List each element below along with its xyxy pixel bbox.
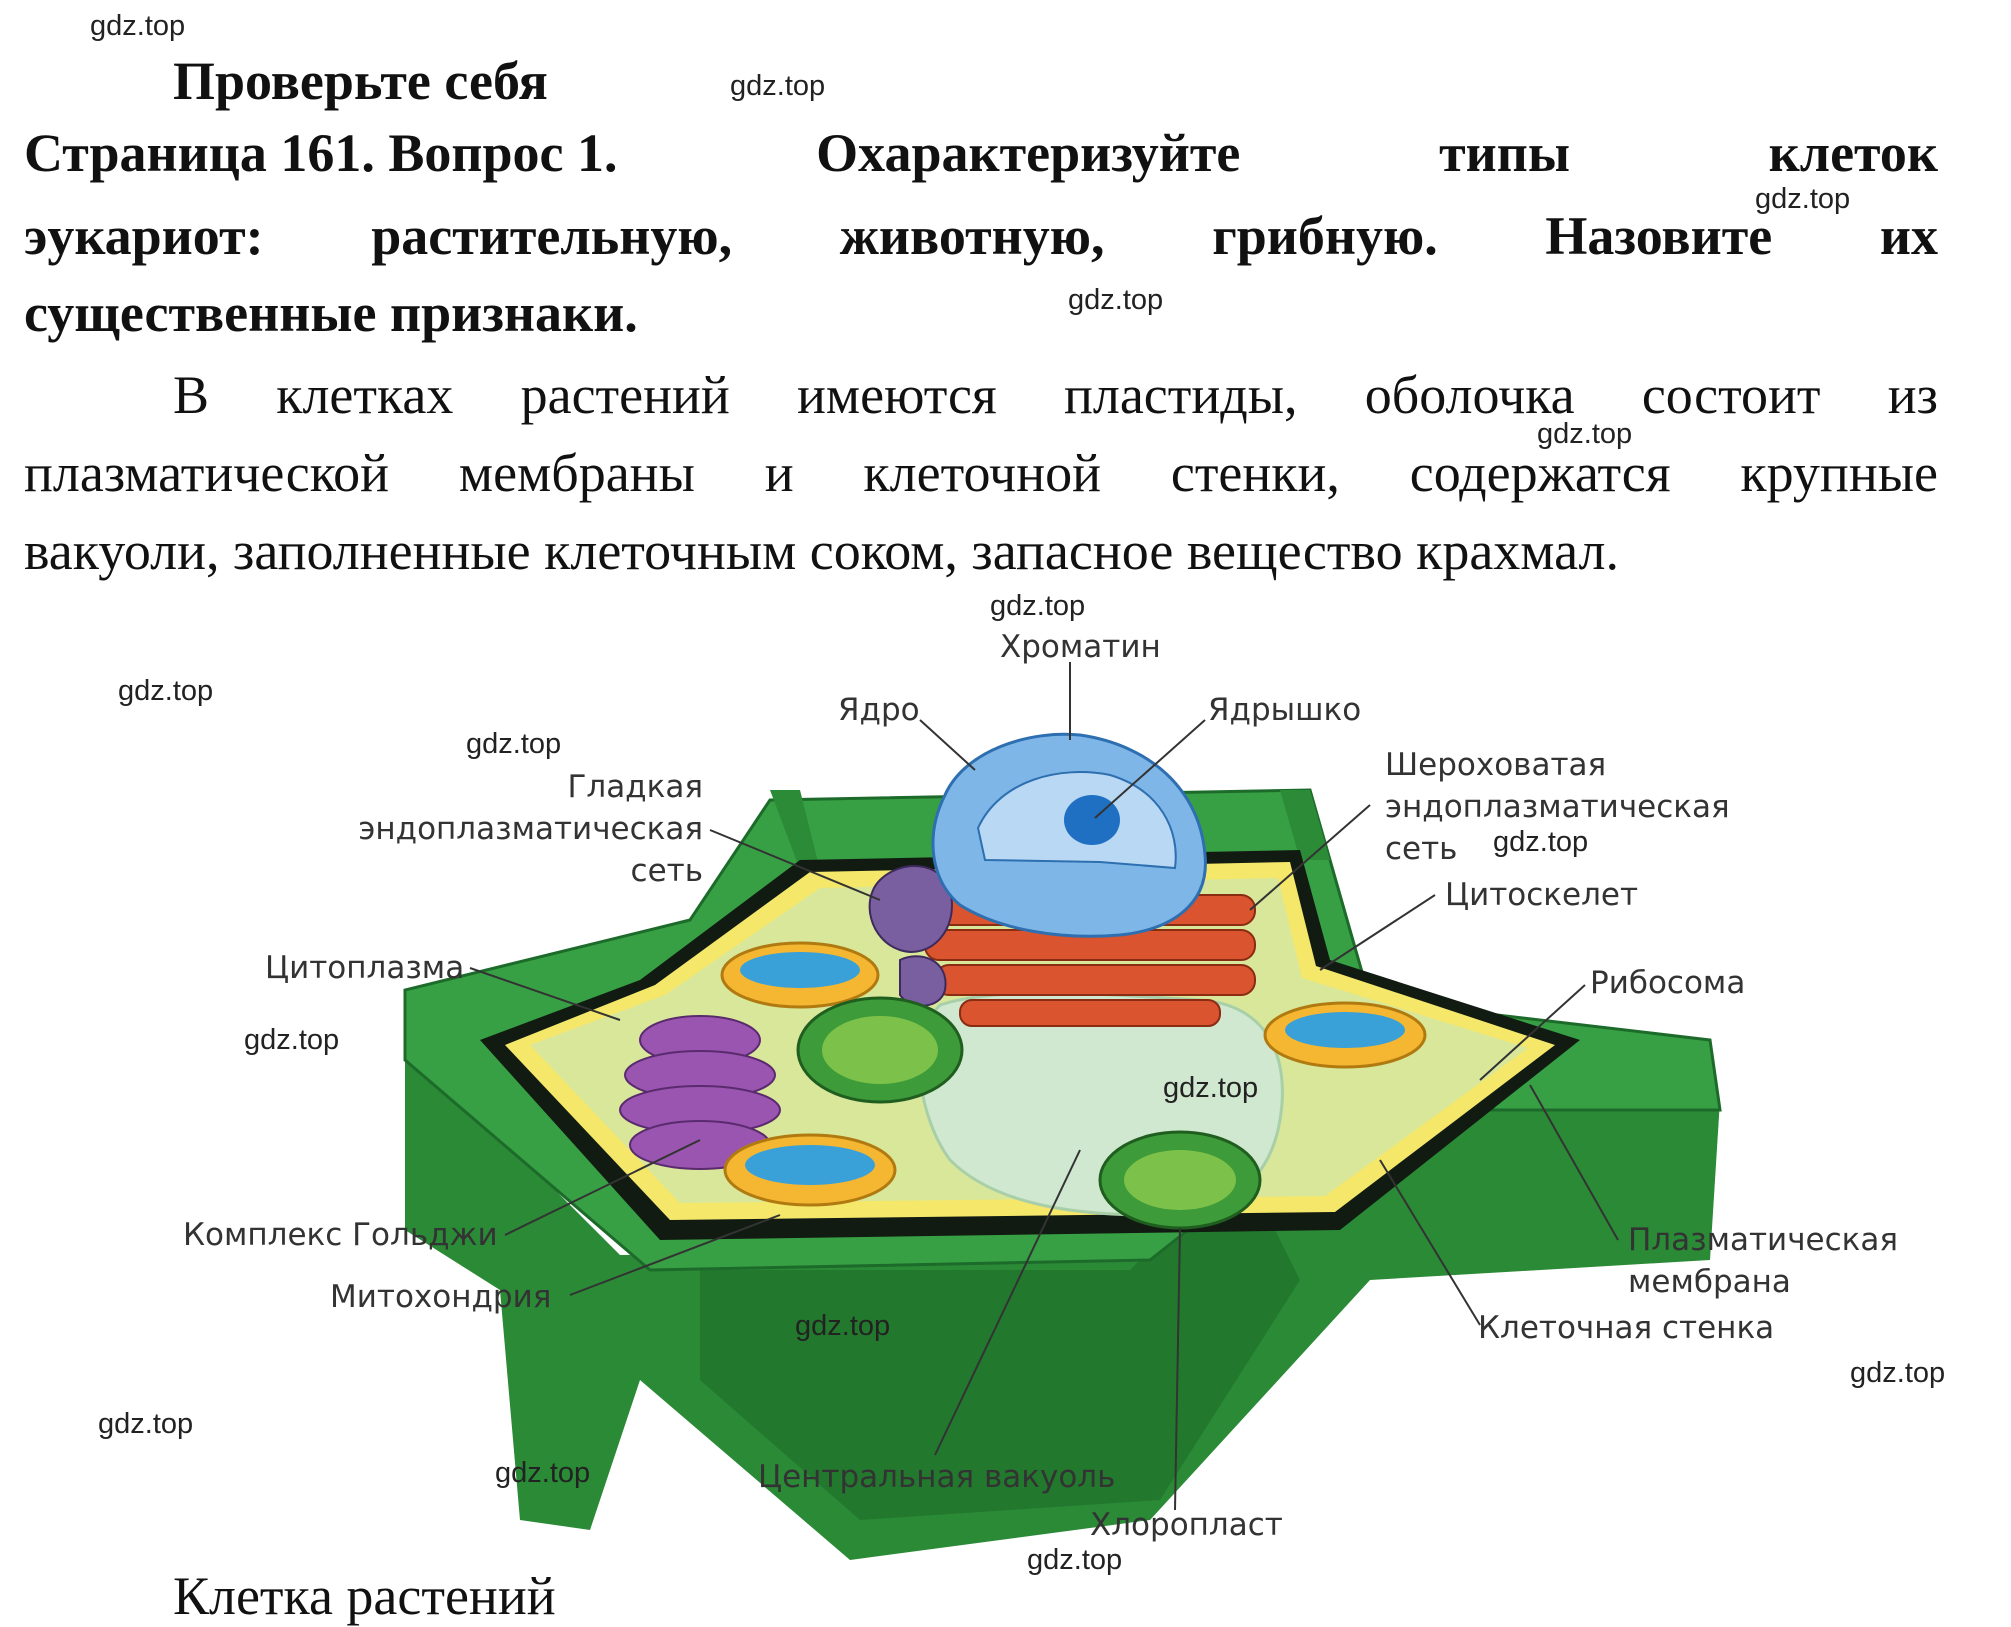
question-word: типы bbox=[1439, 123, 1570, 183]
smooth-er bbox=[868, 865, 953, 1007]
answer-word: В bbox=[173, 365, 210, 425]
answer-word: клетках bbox=[276, 365, 454, 425]
label-nucleolus: Ядрышко bbox=[1208, 692, 1361, 728]
label-ribosome: Рибосома bbox=[1590, 965, 1745, 1001]
label-smooth-er-2: эндоплазматическая bbox=[358, 811, 703, 847]
label-rough-er-2: эндоплазматическая bbox=[1385, 789, 1730, 825]
label-plasma-membrane-1: Плазматическая bbox=[1628, 1222, 1898, 1258]
question-word: Назовите bbox=[1545, 206, 1773, 266]
watermark: gdz.top bbox=[1027, 1544, 1123, 1576]
answer-line-3: вакуоли, заполненные клеточным соком, за… bbox=[24, 521, 1619, 581]
question-line-3: существенные признаки. bbox=[24, 283, 638, 343]
mitochondrion bbox=[720, 941, 1427, 1207]
answer-word: мембраны bbox=[458, 443, 695, 503]
watermark: gdz.top bbox=[98, 1408, 194, 1440]
label-cytoskeleton: Цитоскелет bbox=[1445, 877, 1638, 913]
question-line-1: Страница 161. Вопрос 1. Охарактеризуйте … bbox=[24, 122, 1938, 184]
label-nucleus: Ядро bbox=[838, 692, 920, 728]
answer-word: состоит bbox=[1641, 365, 1821, 425]
question-line-2: эукариот: растительную, животную, грибну… bbox=[24, 205, 1938, 267]
answer-word: содержатся bbox=[1409, 443, 1671, 503]
leader-lines bbox=[469, 662, 1619, 1511]
label-chromatin: Хроматин bbox=[1000, 629, 1161, 665]
watermark: gdz.top bbox=[795, 1310, 891, 1342]
answer-word: растений bbox=[520, 365, 730, 425]
label-rough-er-1: Шероховатая bbox=[1385, 747, 1606, 783]
watermark: gdz.top bbox=[1493, 826, 1589, 858]
cell-wall-ridge bbox=[770, 790, 820, 870]
nucleus bbox=[931, 732, 1207, 938]
figure-caption: Клетка растений bbox=[173, 1566, 556, 1626]
label-chloroplast: Хлоропласт bbox=[1090, 1507, 1283, 1543]
answer-word: клеточной bbox=[863, 443, 1102, 503]
question-word: их bbox=[1879, 206, 1938, 266]
answer-line-1: В клетках растений имеются пластиды, обо… bbox=[173, 364, 1938, 426]
question-word: грибную. bbox=[1212, 206, 1438, 266]
watermark: gdz.top bbox=[730, 70, 826, 102]
label-smooth-er-3: сеть bbox=[631, 853, 703, 889]
watermark: gdz.top bbox=[1537, 418, 1633, 450]
label-smooth-er-1: Гладкая bbox=[567, 769, 703, 805]
golgi-apparatus bbox=[619, 1015, 781, 1170]
watermark: gdz.top bbox=[1163, 1072, 1259, 1104]
label-central-vacuole: Центральная вакуоль bbox=[758, 1459, 1115, 1495]
watermark: gdz.top bbox=[1755, 183, 1851, 215]
answer-word: крупные bbox=[1740, 443, 1938, 503]
answer-word: оболочка bbox=[1364, 365, 1575, 425]
label-cell-wall: Клеточная стенка bbox=[1478, 1310, 1774, 1346]
watermark: gdz.top bbox=[90, 10, 186, 42]
label-rough-er-3: сеть bbox=[1385, 831, 1457, 867]
answer-word: и bbox=[764, 443, 794, 503]
answer-word: пластиды, bbox=[1063, 365, 1298, 425]
answer-word: стенки, bbox=[1170, 443, 1340, 503]
question-word: эукариот: bbox=[24, 206, 264, 266]
question-word: растительную, bbox=[371, 206, 733, 266]
answer-word: имеются bbox=[797, 365, 997, 425]
watermark: gdz.top bbox=[990, 590, 1086, 622]
answer-word: из bbox=[1887, 365, 1938, 425]
label-mitochondrion: Митохондрия bbox=[330, 1279, 551, 1315]
answer-line-2: плазматической мембраны и клеточной стен… bbox=[24, 442, 1938, 504]
label-plasma-membrane-2: мембрана bbox=[1628, 1264, 1791, 1300]
label-golgi: Комплекс Гольджи bbox=[183, 1217, 498, 1253]
question-word: Страница 161. Вопрос 1. bbox=[24, 123, 618, 183]
chloroplast bbox=[796, 996, 1262, 1230]
cell-wall-ridge bbox=[1280, 790, 1330, 860]
watermark: gdz.top bbox=[495, 1457, 591, 1489]
watermark: gdz.top bbox=[466, 728, 562, 760]
watermark: gdz.top bbox=[244, 1024, 340, 1056]
answer-word: плазматической bbox=[24, 443, 390, 503]
watermark: gdz.top bbox=[1850, 1357, 1946, 1389]
section-heading: Проверьте себя bbox=[173, 51, 548, 111]
watermark: gdz.top bbox=[1068, 284, 1164, 316]
watermark: gdz.top bbox=[118, 675, 214, 707]
question-word: животную, bbox=[839, 206, 1105, 266]
question-word: клеток bbox=[1768, 123, 1938, 183]
question-word: Охарактеризуйте bbox=[816, 123, 1241, 183]
label-cytoplasm: Цитоплазма bbox=[265, 950, 464, 986]
